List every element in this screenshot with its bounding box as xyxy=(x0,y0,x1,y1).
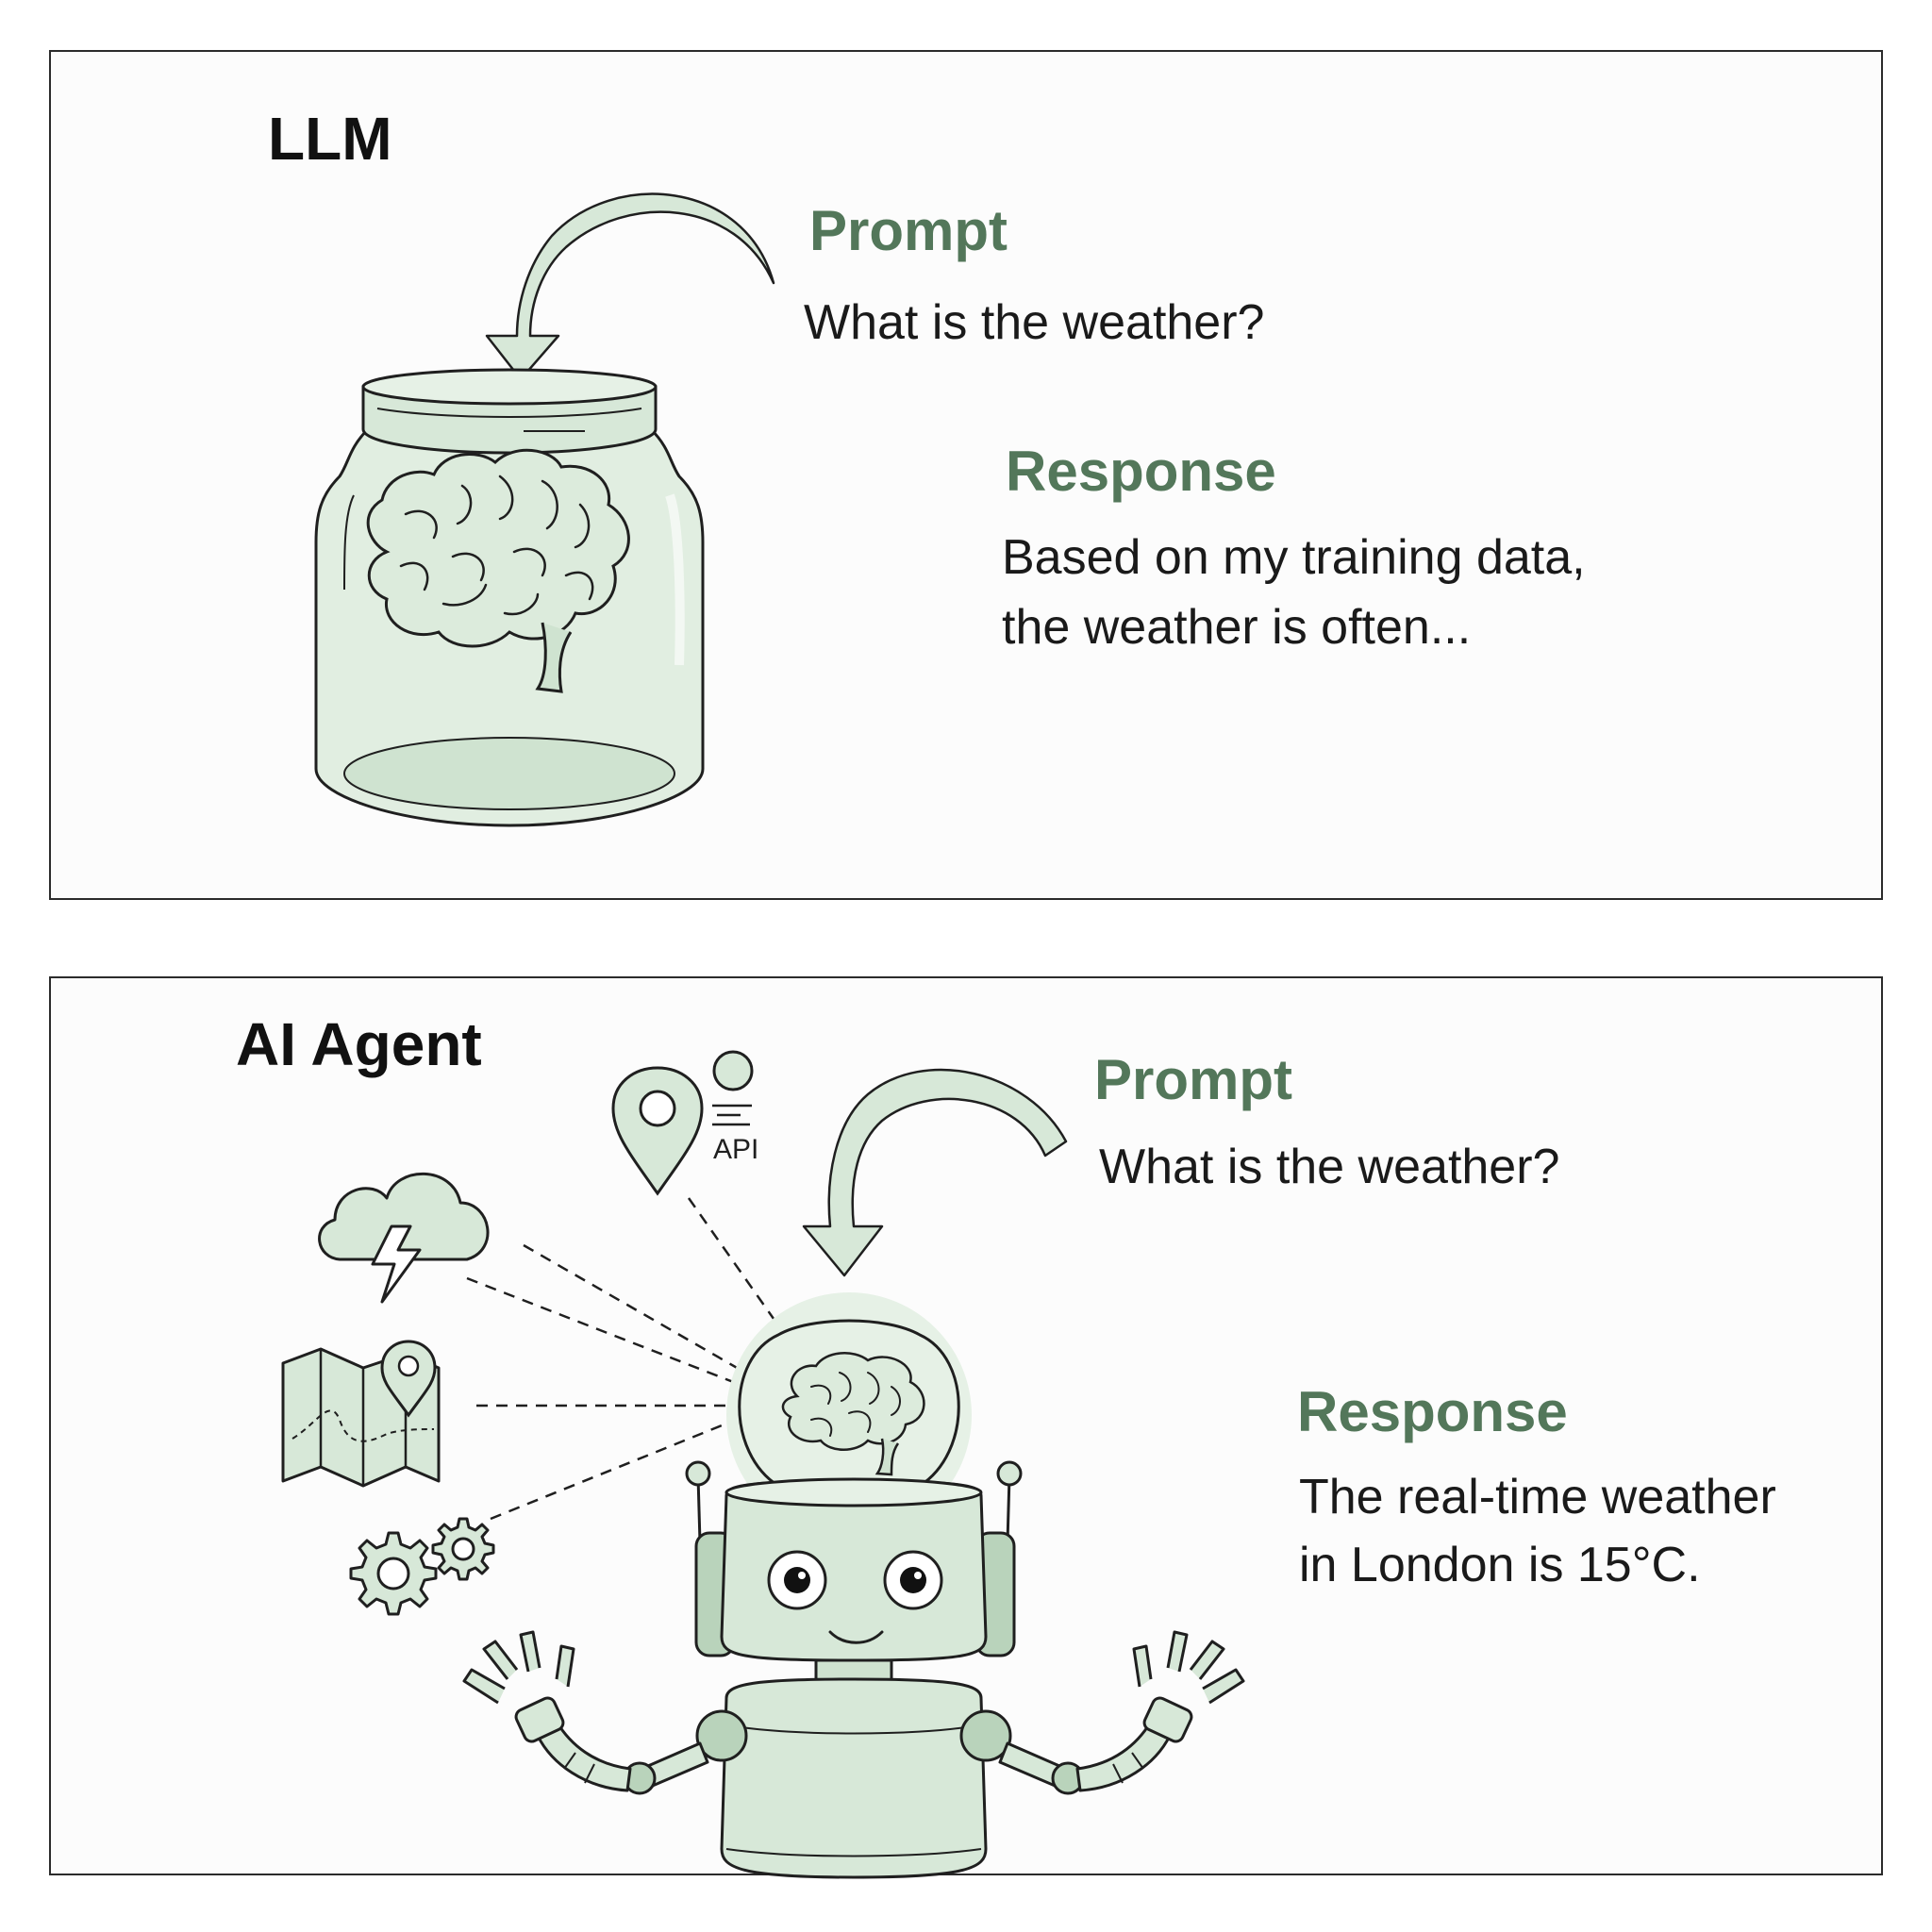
gears-icon xyxy=(349,1517,495,1616)
agent-prompt-heading: Prompt xyxy=(1094,1048,1292,1111)
llm-response-line-1: Based on my training data, xyxy=(1002,530,1586,585)
llm-prompt-text: What is the weather? xyxy=(804,295,1265,350)
agent-response-line-2: in London is 15°C. xyxy=(1299,1538,1701,1592)
brain-icon xyxy=(366,448,630,693)
api-label: API xyxy=(713,1134,758,1165)
brain-jar-icon xyxy=(314,368,705,827)
map-icon xyxy=(281,1340,441,1488)
agent-response-line-1: The real-time weather xyxy=(1299,1470,1776,1524)
location-api-icon: API xyxy=(611,1050,758,1196)
prompt-arrow-icon xyxy=(485,192,775,381)
llm-response-heading: Response xyxy=(1006,440,1276,503)
agent-panel-title: AI Agent xyxy=(236,1010,482,1078)
agent-response-heading: Response xyxy=(1297,1380,1568,1443)
map-pin-icon xyxy=(380,1340,437,1418)
storm-cloud-icon xyxy=(318,1172,490,1304)
llm-response-line-2: the weather is often... xyxy=(1002,600,1472,655)
agent-prompt-text: What is the weather? xyxy=(1099,1140,1560,1194)
agent-brain-icon xyxy=(781,1352,925,1476)
llm-prompt-heading: Prompt xyxy=(809,199,1008,262)
robot-icon xyxy=(462,1292,1245,1879)
llm-panel-title: LLM xyxy=(268,105,392,173)
